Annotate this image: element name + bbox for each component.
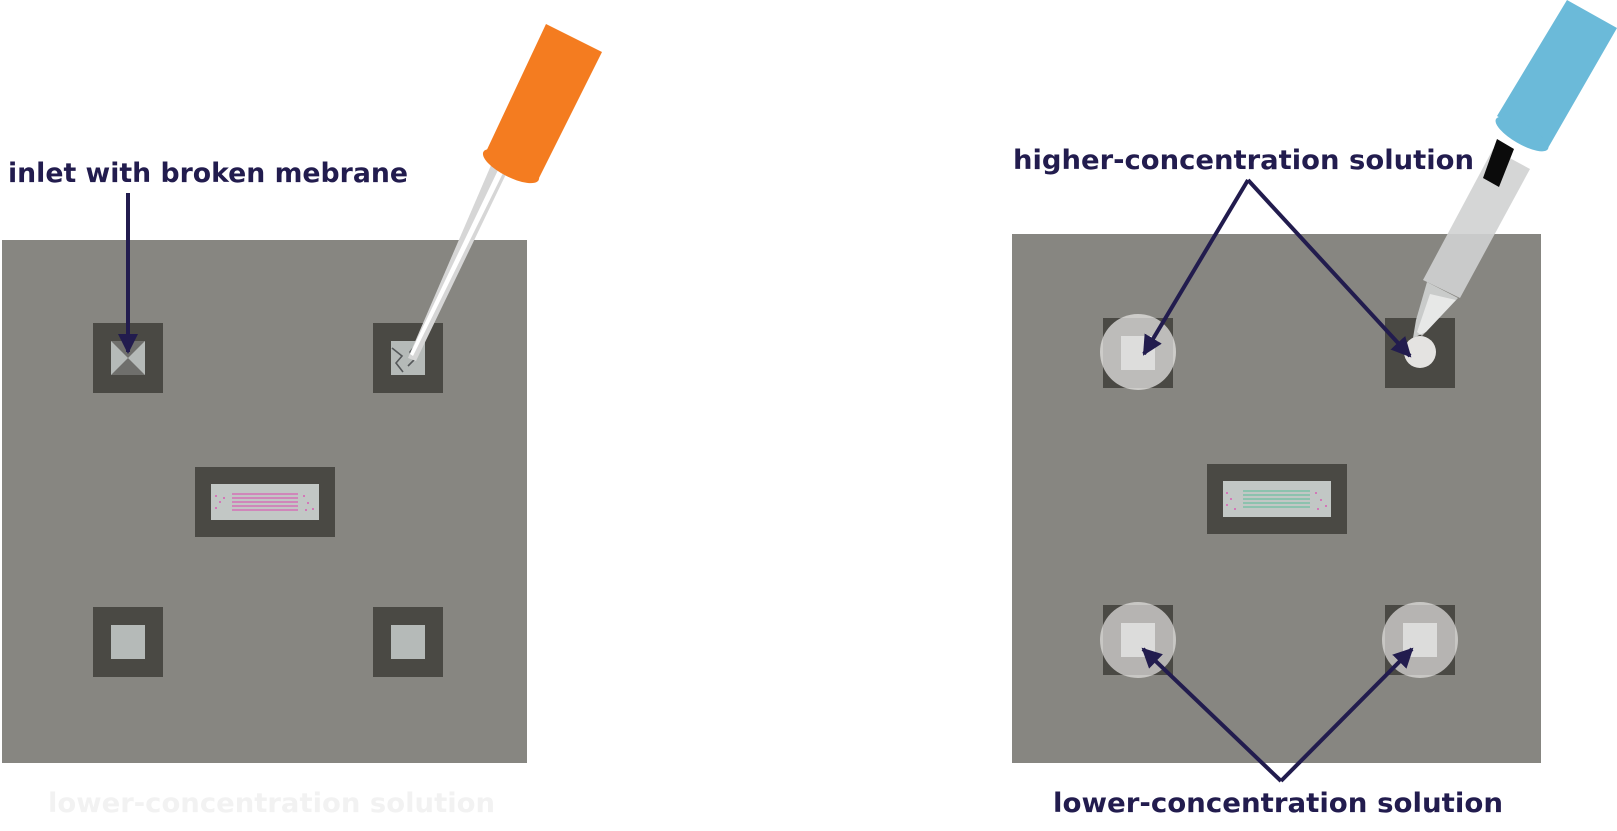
label-lower-solution-faint: lower-concentration solution (48, 788, 495, 819)
droplet-lower-left (1100, 602, 1176, 678)
inlet-bottom-left (93, 607, 163, 677)
arrows (118, 178, 1414, 783)
droplet-higher-right (1404, 336, 1436, 368)
label-broken-inlet: inlet with broken mebrane (8, 158, 408, 189)
right-chip (1012, 0, 1617, 763)
pipette-icon (1413, 0, 1617, 338)
pipette-icon (408, 24, 602, 361)
arrow-higher-left (1142, 178, 1250, 356)
central-channel-left (195, 467, 335, 537)
arrow-lower-left (1141, 647, 1283, 783)
arrow-higher-right (1246, 178, 1412, 358)
droplet-higher-left (1100, 314, 1176, 390)
arrow-lower-right (1279, 647, 1414, 783)
left-chip (2, 24, 602, 763)
label-lower-solution: lower-concentration solution (1053, 788, 1503, 819)
well-top-left (1100, 314, 1176, 390)
well-bottom-left (1100, 602, 1176, 678)
label-higher-solution: higher-concentration solution (1013, 145, 1474, 176)
inlet-bottom-right (373, 607, 443, 677)
central-channel-right (1207, 464, 1347, 534)
